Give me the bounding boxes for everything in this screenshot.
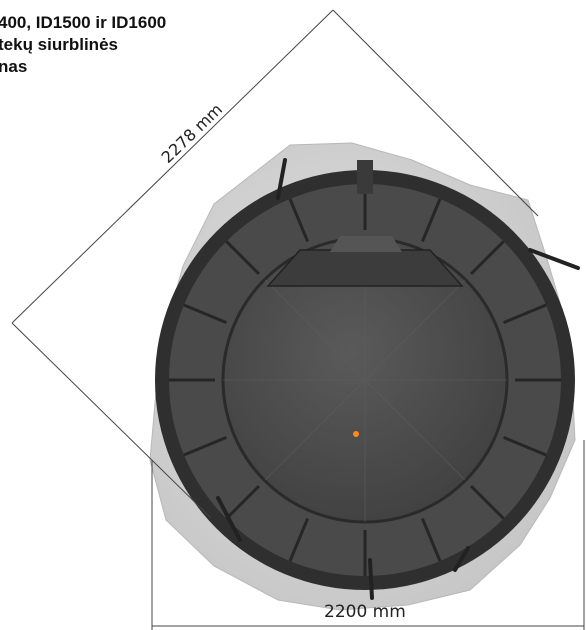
wall-rib	[288, 198, 309, 242]
title-line-1: 400, ID1500 ir ID1600	[0, 13, 167, 32]
guide-rails	[216, 158, 580, 600]
wall-rib	[421, 198, 442, 242]
page-title: 400, ID1500 ir ID1600 tekų siurblinės na…	[0, 12, 166, 78]
wall-rib	[470, 485, 505, 520]
width-dimension	[151, 440, 585, 630]
diagonal-dimension-label: 2278 mm	[158, 100, 227, 167]
wall-rib	[183, 436, 227, 457]
wall-rib	[183, 303, 227, 324]
wall-rib	[288, 518, 309, 562]
title-line-3: nas	[0, 57, 28, 76]
wall-rib	[225, 240, 260, 275]
diagonal-dimension	[11, 9, 539, 519]
wall-rib	[503, 436, 547, 457]
wall-rib	[503, 303, 547, 324]
width-dimension-label: 2200 mm	[324, 602, 406, 622]
wall-ribs	[169, 184, 561, 576]
wall-rib	[421, 518, 442, 562]
wall-rib	[470, 240, 505, 275]
indicator-light	[353, 431, 359, 437]
wall-rib	[225, 485, 260, 520]
pump-bracket	[266, 160, 464, 287]
title-line-2: tekų siurblinės	[0, 35, 118, 54]
